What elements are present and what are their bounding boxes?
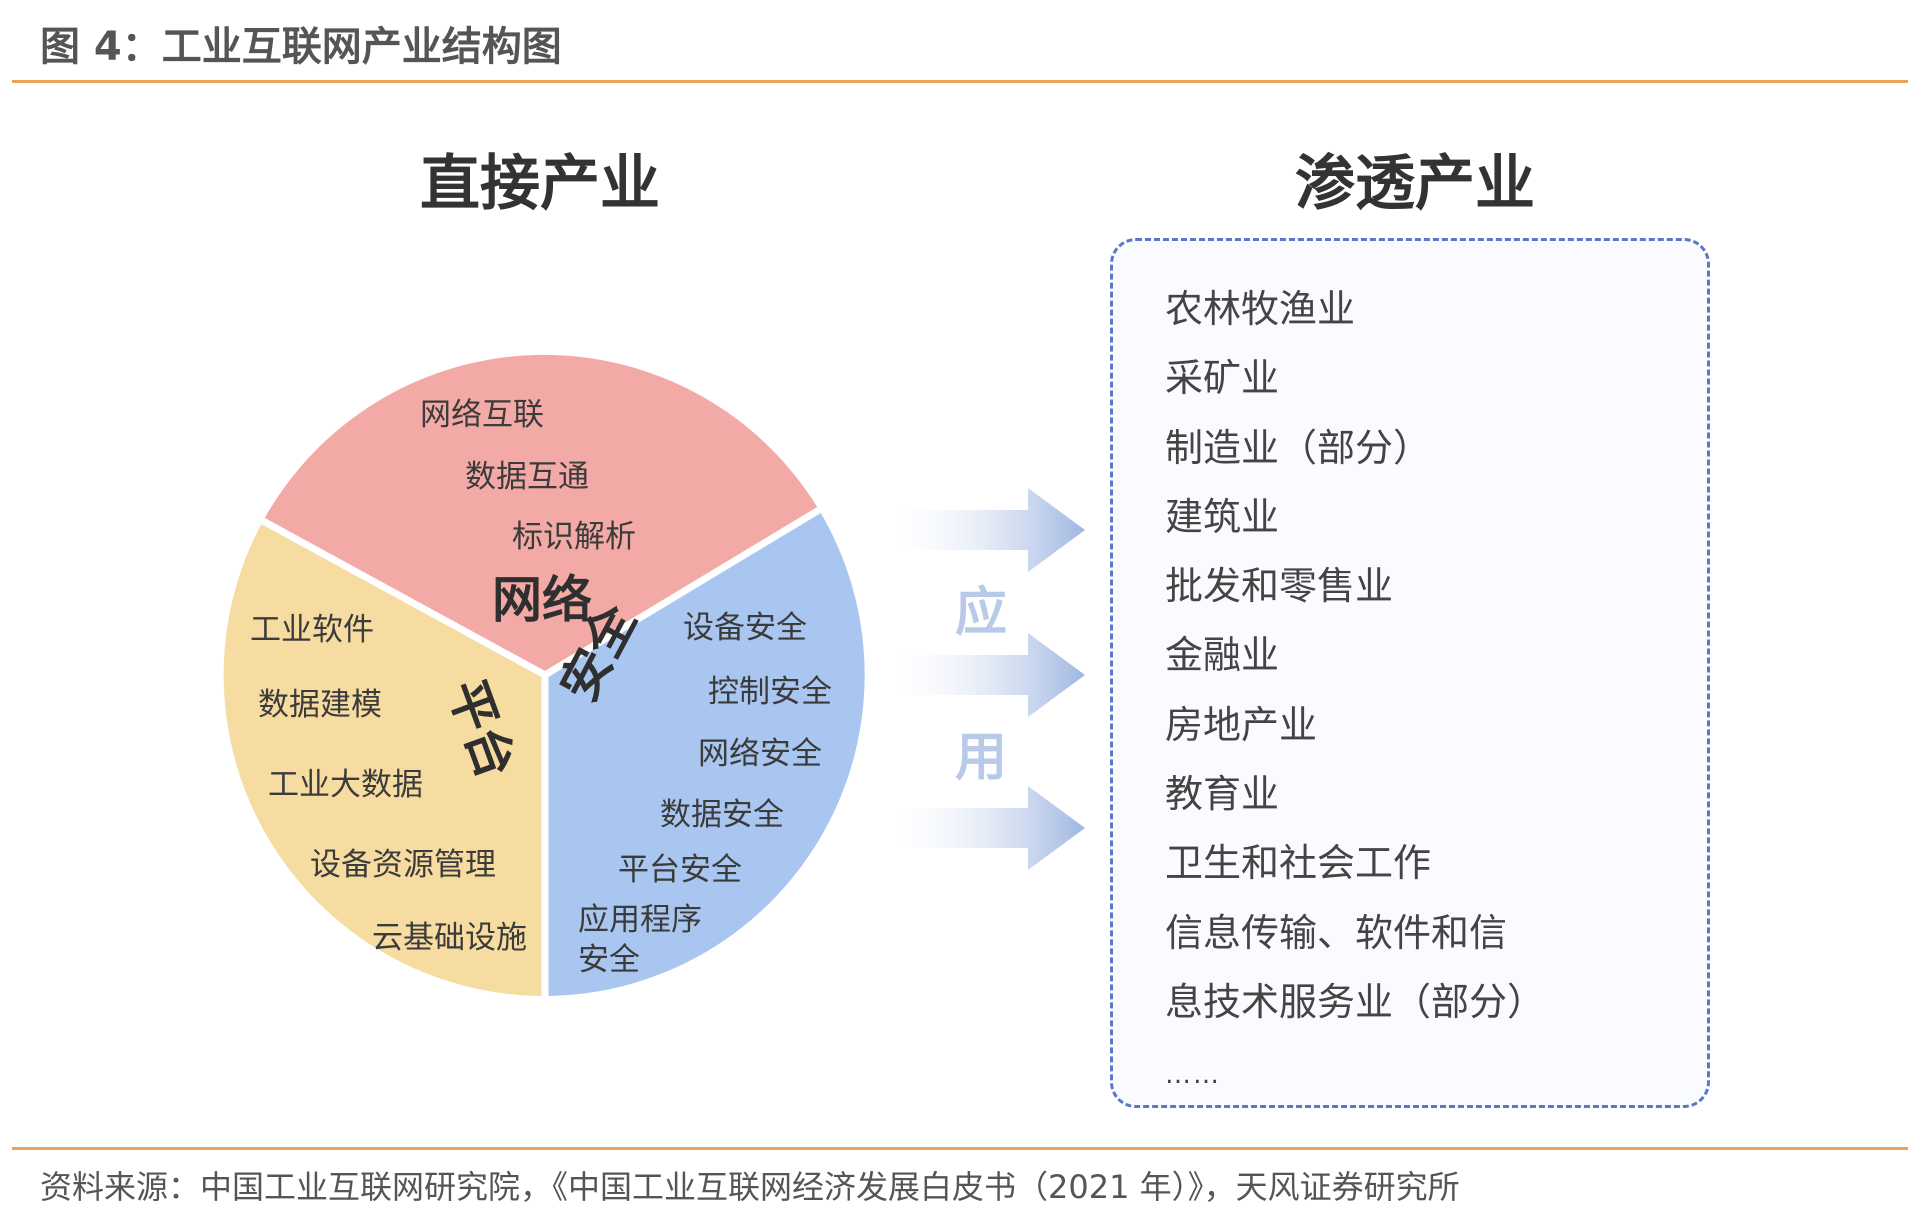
industry-item: 息技术服务业（部分） xyxy=(1165,979,1546,1024)
arrow-right-icon xyxy=(895,488,1085,572)
network-item: 数据互通 xyxy=(465,459,589,495)
industry-item: 卫生和社会工作 xyxy=(1165,841,1432,886)
direct-industry-pie: 网络互联 数据互通 标识解析 设备安全 控制安全 网络安全 数据安全 平台安全 … xyxy=(223,354,865,997)
industry-item: 房地产业 xyxy=(1165,702,1318,747)
source-note: 资料来源：中国工业互联网研究院，《中国工业互联网经济发展白皮书（2021 年）》… xyxy=(40,1168,1460,1206)
arrow-right-icon xyxy=(895,633,1085,717)
platform-item: 数据建模 xyxy=(258,687,382,723)
platform-item: 工业大数据 xyxy=(268,767,423,803)
platform-item: 工业软件 xyxy=(250,612,374,648)
application-char: 用 xyxy=(955,728,1007,788)
more-ellipsis: …… xyxy=(1165,1060,1221,1090)
figure-title: 图 4：工业互联网产业结构图 xyxy=(40,24,562,70)
security-item: 网络安全 xyxy=(698,736,822,772)
segment-security xyxy=(545,510,865,996)
security-item: 控制安全 xyxy=(708,674,832,710)
industry-item: 信息传输、软件和信 xyxy=(1165,910,1508,955)
penetration-industry-list: 农林牧渔业 采矿业 制造业（部分） 建筑业 批发和零售业 金融业 房地产业 教育… xyxy=(1165,275,1545,1037)
security-item: 数据安全 xyxy=(660,797,784,833)
segment-label-network: 网络 xyxy=(492,571,592,629)
industry-item: 农林牧渔业 xyxy=(1165,287,1356,331)
security-item: 设备安全 xyxy=(683,610,807,646)
penetration-industry-box xyxy=(1110,238,1710,1108)
security-item: 安全 xyxy=(578,942,640,978)
pie-divider xyxy=(261,517,547,679)
bottom-divider xyxy=(12,1147,1908,1150)
platform-item: 设备资源管理 xyxy=(310,847,496,883)
industry-item: 制造业（部分） xyxy=(1165,425,1432,470)
network-item: 网络互联 xyxy=(420,397,544,433)
industry-item: 教育业 xyxy=(1165,772,1280,817)
industry-item: 采矿业 xyxy=(1165,356,1280,401)
application-char: 应 xyxy=(955,583,1007,643)
industry-item: 批发和零售业 xyxy=(1165,564,1394,609)
network-item: 标识解析 xyxy=(512,519,636,555)
security-item: 应用程序 xyxy=(578,902,702,938)
application-arrows: 应 用 xyxy=(895,488,1085,870)
top-divider xyxy=(12,80,1908,83)
direct-industry-heading: 直接产业 xyxy=(420,149,660,219)
arrow-right-icon xyxy=(895,786,1085,870)
segment-platform xyxy=(223,521,546,997)
industry-item: 金融业 xyxy=(1165,633,1280,678)
penetration-industry-heading: 渗透产业 xyxy=(1295,149,1535,219)
industry-item: 建筑业 xyxy=(1165,494,1280,539)
security-item: 平台安全 xyxy=(618,852,742,888)
platform-item: 云基础设施 xyxy=(372,920,527,956)
pie-divider xyxy=(543,507,821,678)
